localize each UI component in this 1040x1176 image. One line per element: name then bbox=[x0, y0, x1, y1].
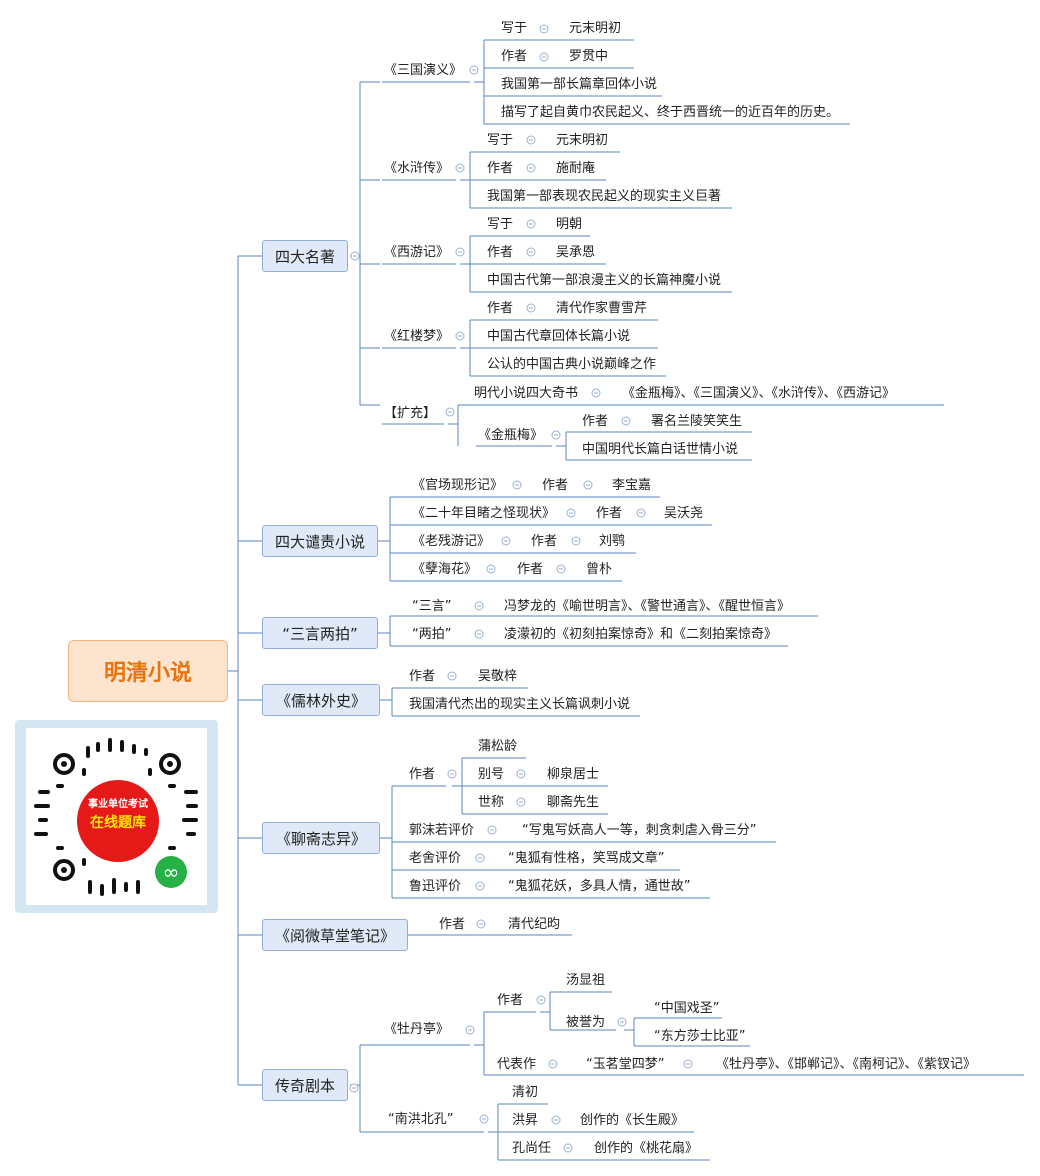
node-rulin-note[interactable]: 我国清代杰出的现实主义长篇讽刺小说 bbox=[409, 697, 631, 712]
node-sanguo-author-value[interactable]: 罗贯中 bbox=[569, 49, 609, 64]
qr-badge: 事业单位考试 在线题库 bbox=[77, 780, 159, 862]
node-guanchang[interactable]: 《官场现形记》 bbox=[412, 478, 504, 493]
node-sanguo-author-label[interactable]: 作者 bbox=[501, 49, 528, 64]
qr-line1: 事业单位考试 bbox=[88, 799, 148, 810]
node-mudan-works-name[interactable]: “玉茗堂四梦” bbox=[586, 1057, 665, 1072]
node-laocan-label[interactable]: 作者 bbox=[531, 534, 558, 549]
node-luxun-label[interactable]: 鲁迅评价 bbox=[409, 879, 462, 894]
node-jinping[interactable]: 《金瓶梅》 bbox=[478, 428, 544, 443]
node-laoshe-label[interactable]: 老舍评价 bbox=[409, 851, 462, 866]
node-ershinian-label[interactable]: 作者 bbox=[596, 506, 623, 521]
node-qishu-value[interactable]: 《金瓶梅》、《三国演义》、《水浒传》、《西游记》 bbox=[622, 386, 896, 401]
node-nanhong-era[interactable]: 清初 bbox=[512, 1085, 539, 1100]
node-guanchang-value[interactable]: 李宝嘉 bbox=[612, 478, 652, 493]
node-rulin-author-value[interactable]: 吴敬梓 bbox=[478, 669, 518, 684]
node-honglou[interactable]: 《红楼梦》 bbox=[384, 329, 450, 344]
node-honglou-note1[interactable]: 中国古代章回体长篇小说 bbox=[487, 329, 631, 344]
node-liaozhai-author-label[interactable]: 作者 bbox=[409, 767, 436, 782]
node-honglou-note2[interactable]: 公认的中国古典小说巅峰之作 bbox=[487, 357, 657, 372]
qr-line2: 在线题库 bbox=[90, 815, 146, 831]
node-xiyou[interactable]: 《西游记》 bbox=[384, 245, 450, 260]
node-guomoruo-value[interactable]: “写鬼写妖高人一等，刺贪刺虐入骨三分” bbox=[522, 823, 757, 838]
node-hong-name[interactable]: 洪昇 bbox=[512, 1113, 539, 1128]
node-mudan-works-value[interactable]: 《牡丹亭》、《邯郸记》、《南柯记》、《紫钗记》 bbox=[716, 1057, 977, 1072]
node-guomoruo-label[interactable]: 郭沫若评价 bbox=[409, 823, 475, 838]
node-shuihu-written-label[interactable]: 写于 bbox=[487, 133, 514, 148]
qr-pattern-icon bbox=[34, 738, 198, 896]
node-shuihu-author-value[interactable]: 施耐庵 bbox=[556, 161, 596, 176]
node-sanguo[interactable]: 《三国演义》 bbox=[384, 63, 463, 78]
node-laocan-value[interactable]: 刘鹗 bbox=[599, 534, 626, 549]
root-node[interactable]: 明清小说 bbox=[68, 640, 228, 702]
node-shuihu[interactable]: 《水浒传》 bbox=[384, 161, 450, 176]
node-kong-work[interactable]: 创作的《桃花扇》 bbox=[594, 1141, 699, 1156]
node-mudan[interactable]: 《牡丹亭》 bbox=[384, 1022, 450, 1037]
node-shuihu-note1[interactable]: 我国第一部表现农民起义的现实主义巨著 bbox=[487, 189, 722, 204]
node-laocan[interactable]: 《老残游记》 bbox=[412, 534, 491, 549]
mini-program-icon: ∞ bbox=[155, 856, 187, 888]
branch-qianze[interactable]: 四大谴责小说 bbox=[262, 525, 378, 557]
node-niehai-label[interactable]: 作者 bbox=[517, 562, 544, 577]
node-xiyou-written-label[interactable]: 写于 bbox=[487, 217, 514, 232]
node-rulin-author-label[interactable]: 作者 bbox=[409, 669, 436, 684]
node-mudan-praised-label[interactable]: 被誉为 bbox=[566, 1015, 606, 1030]
node-mudan-author-name[interactable]: 汤显祖 bbox=[566, 973, 606, 988]
branch-liaozhai[interactable]: 《聊斋志异》 bbox=[262, 822, 380, 854]
node-kong-name[interactable]: 孔尚任 bbox=[512, 1141, 552, 1156]
node-xiyou-author-value[interactable]: 吴承恩 bbox=[556, 245, 596, 260]
node-ershinian-value[interactable]: 吴沃尧 bbox=[664, 506, 704, 521]
node-sanyan-value[interactable]: 冯梦龙的《喻世明言》、《警世通言》、《醒世恒言》 bbox=[504, 599, 791, 614]
node-kuochong[interactable]: 【扩充】 bbox=[384, 406, 437, 421]
node-jinping-author-value[interactable]: 署名兰陵笑笑生 bbox=[651, 414, 743, 429]
node-shuihu-written-value[interactable]: 元末明初 bbox=[556, 133, 609, 148]
node-guanchang-label[interactable]: 作者 bbox=[542, 478, 569, 493]
node-liaozhai-alias-label[interactable]: 别号 bbox=[478, 767, 505, 782]
node-niehai[interactable]: 《孽海花》 bbox=[412, 562, 478, 577]
node-liaozhai-honor-label[interactable]: 世称 bbox=[478, 795, 505, 810]
node-qishu-label[interactable]: 明代小说四大奇书 bbox=[474, 386, 579, 401]
node-mudan-works-label[interactable]: 代表作 bbox=[497, 1057, 537, 1072]
node-luxun-value[interactable]: “鬼狐花妖，多具人情，通世故” bbox=[508, 879, 691, 894]
node-laoshe-value[interactable]: “鬼狐有性格，笑骂成文章” bbox=[508, 851, 665, 866]
node-mudan-author-label[interactable]: 作者 bbox=[497, 993, 524, 1008]
branch-sanyan-liangpai[interactable]: “三言两拍” bbox=[262, 617, 378, 649]
node-honglou-author-value[interactable]: 清代作家曹雪芹 bbox=[556, 301, 648, 316]
branch-rulin[interactable]: 《儒林外史》 bbox=[262, 684, 380, 716]
node-jinping-author-label[interactable]: 作者 bbox=[582, 414, 609, 429]
node-shuihu-author-label[interactable]: 作者 bbox=[487, 161, 514, 176]
node-xiyou-written-value[interactable]: 明朝 bbox=[556, 217, 583, 232]
node-liangpai-value[interactable]: 凌濛初的《初刻拍案惊奇》和《二刻拍案惊奇》 bbox=[504, 627, 778, 642]
node-sanguo-written-label[interactable]: 写于 bbox=[501, 21, 528, 36]
node-hong-work[interactable]: 创作的《长生殿》 bbox=[580, 1113, 685, 1128]
node-xiyou-author-label[interactable]: 作者 bbox=[487, 245, 514, 260]
node-liangpai[interactable]: “两拍” bbox=[412, 627, 452, 642]
node-mudan-praise1[interactable]: “中国戏圣” bbox=[654, 1001, 720, 1016]
node-sanguo-written-value[interactable]: 元末明初 bbox=[569, 21, 622, 36]
branch-yuewei[interactable]: 《阅微草堂笔记》 bbox=[262, 919, 408, 951]
node-liaozhai-author-name[interactable]: 蒲松龄 bbox=[478, 739, 518, 754]
node-honglou-author-label[interactable]: 作者 bbox=[487, 301, 514, 316]
node-liaozhai-honor-value[interactable]: 聊斋先生 bbox=[547, 795, 600, 810]
node-xiyou-note1[interactable]: 中国古代第一部浪漫主义的长篇神魔小说 bbox=[487, 273, 722, 288]
node-liaozhai-alias-value[interactable]: 柳泉居士 bbox=[547, 767, 600, 782]
node-yuewei-author-value[interactable]: 清代纪昀 bbox=[508, 917, 561, 932]
node-sanyan[interactable]: “三言” bbox=[412, 599, 452, 614]
node-niehai-value[interactable]: 曾朴 bbox=[586, 562, 613, 577]
node-jinping-note[interactable]: 中国明代长篇白话世情小说 bbox=[582, 442, 739, 457]
node-sanguo-note2[interactable]: 描写了起自黄巾农民起义、终于西晋统一的近百年的历史。 bbox=[501, 105, 840, 120]
branch-sida-mingzhu[interactable]: 四大名著 bbox=[262, 240, 348, 272]
node-nanhong[interactable]: “南洪北孔” bbox=[388, 1112, 454, 1127]
node-ershinian[interactable]: 《二十年目睹之怪现状》 bbox=[412, 506, 556, 521]
node-sanguo-note1[interactable]: 我国第一部长篇章回体小说 bbox=[501, 77, 658, 92]
branch-chuanqi[interactable]: 传奇剧本 bbox=[262, 1069, 348, 1101]
node-yuewei-author-label[interactable]: 作者 bbox=[439, 917, 466, 932]
node-mudan-praise2[interactable]: “东方莎士比亚” bbox=[654, 1029, 746, 1044]
